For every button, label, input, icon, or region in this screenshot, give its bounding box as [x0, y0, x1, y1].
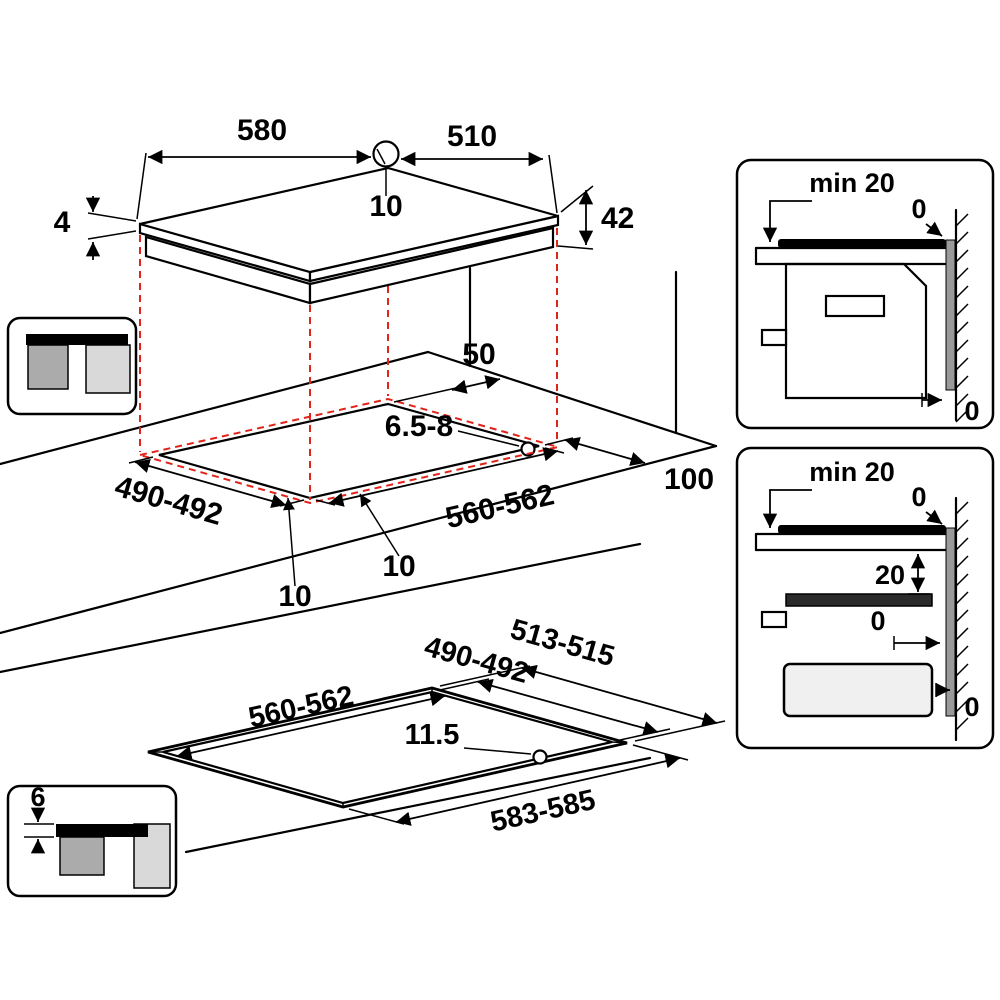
hob-top-view: 580 510 10 4 42	[54, 114, 634, 305]
min-clearance-label: min 20	[809, 168, 895, 198]
overlap-detail-inset	[6, 316, 138, 416]
worktop-section-block	[27, 344, 69, 390]
standard-install-section: min 20 0 0	[735, 158, 995, 430]
dimension-line-490-flush	[477, 678, 659, 736]
cabinet-side-tab	[760, 328, 788, 347]
dim-extension-line	[439, 665, 531, 687]
flush-install-section: min 20 0 20 0 0	[735, 446, 995, 750]
dim-cutout-depth-label: 490-492	[111, 470, 226, 532]
wall-panel-bar	[945, 239, 956, 391]
dim-extension-line	[136, 152, 147, 220]
cabinet-outline	[784, 262, 928, 400]
rabbet-step-line	[611, 741, 628, 744]
dim-glass-thickness-label: 4	[54, 206, 71, 239]
wall-hatching	[955, 213, 969, 423]
wall-panel-bar	[945, 527, 956, 717]
dim-extension-line	[376, 148, 386, 165]
cabinet-section-block	[85, 344, 131, 394]
wall-gap-bottom-label: 0	[964, 396, 979, 426]
dim-hob-height-label: 42	[601, 202, 634, 235]
offset-leader-line	[282, 497, 296, 587]
wall-gap-top-label: 0	[911, 194, 926, 224]
min-clearance-label: min 20	[809, 457, 895, 487]
deflector-shelf-bar	[785, 593, 933, 607]
dimension-line-513	[521, 664, 718, 727]
wall-gap-leader	[925, 509, 943, 525]
dim-hole-diameter-label: 6.5-8	[385, 410, 453, 443]
hob-body-right-face	[308, 226, 555, 305]
dim-side-clearance-label: 100	[664, 463, 714, 496]
worktop-back-right-edge	[426, 350, 718, 448]
dim-extension-line	[634, 720, 726, 742]
wall-hatching	[955, 501, 969, 731]
flush-fixing-hole-marker	[532, 749, 548, 765]
worktop-back-left-edge	[0, 350, 430, 466]
cabinet-side-tab	[760, 610, 788, 629]
dim-step-depth-label: 6	[30, 782, 45, 812]
dim-extension-line	[87, 230, 137, 240]
dim-extension-line	[87, 212, 137, 222]
dim-hole-offset-label: 10	[369, 190, 402, 223]
min-clearance-leader	[762, 489, 812, 528]
dim-extension-line	[128, 456, 154, 464]
hob-glass-section-bar	[778, 239, 946, 248]
dim-hob-depth-label: 510	[447, 120, 497, 153]
hole-diameter-leader	[457, 430, 520, 447]
worktop-cutout-outline	[158, 402, 540, 500]
dim-extension-line	[348, 808, 405, 825]
dim-corner-radius-label: 11.5	[405, 719, 460, 751]
dimension-line-583	[395, 754, 681, 826]
dimension-line-560-flush	[176, 692, 446, 760]
hob-glass-section-bar	[26, 334, 128, 345]
hob-glass-top-face	[139, 166, 559, 274]
wall-gap-top-label: 0	[911, 482, 926, 512]
dim-extension-line	[560, 185, 594, 213]
dim-edge-offset-right-label: 10	[382, 550, 415, 583]
oven-outline	[782, 662, 934, 718]
hole-position-circle	[372, 140, 400, 168]
dim-rear-clearance-label: 50	[462, 338, 495, 371]
hob-glass-section-bar	[778, 525, 946, 534]
dimension-line-100	[564, 437, 646, 466]
shelf-gap-label: 20	[875, 560, 905, 590]
flush-detail-inset: 6	[6, 782, 178, 898]
min-clearance-leader	[762, 200, 812, 242]
dim-extension-line	[393, 387, 457, 403]
flush-worktop-back-edge	[0, 542, 642, 674]
dim-hob-width-label: 580	[237, 114, 287, 147]
shelf-wall-gap-label: 0	[870, 606, 885, 636]
dim-cutout-width-label: 560-562	[443, 478, 558, 535]
dim-extension-line	[557, 245, 594, 250]
flush-cutout-outer-outline	[147, 686, 628, 809]
wall-gap-bottom-label: 0	[964, 692, 979, 722]
wall-gap-leader	[925, 221, 943, 237]
dim-flush-cutout-width-label: 560-562	[246, 680, 357, 734]
hob-glass-section-bar	[56, 824, 148, 837]
dim-flush-outer-width-label: 583-585	[488, 784, 599, 839]
worktop-section-block	[59, 836, 105, 876]
dimension-line-490	[134, 459, 287, 508]
dim-extension-line	[548, 154, 558, 214]
cabinet-vent-slot	[824, 294, 886, 318]
worktop-front-edge	[0, 444, 718, 635]
radius-leader-line	[463, 747, 532, 755]
dim-edge-offset-left-label: 10	[278, 580, 311, 613]
projection-footprint	[139, 397, 559, 505]
offset-leader-line	[359, 493, 400, 557]
dimension-line-50	[451, 375, 501, 394]
